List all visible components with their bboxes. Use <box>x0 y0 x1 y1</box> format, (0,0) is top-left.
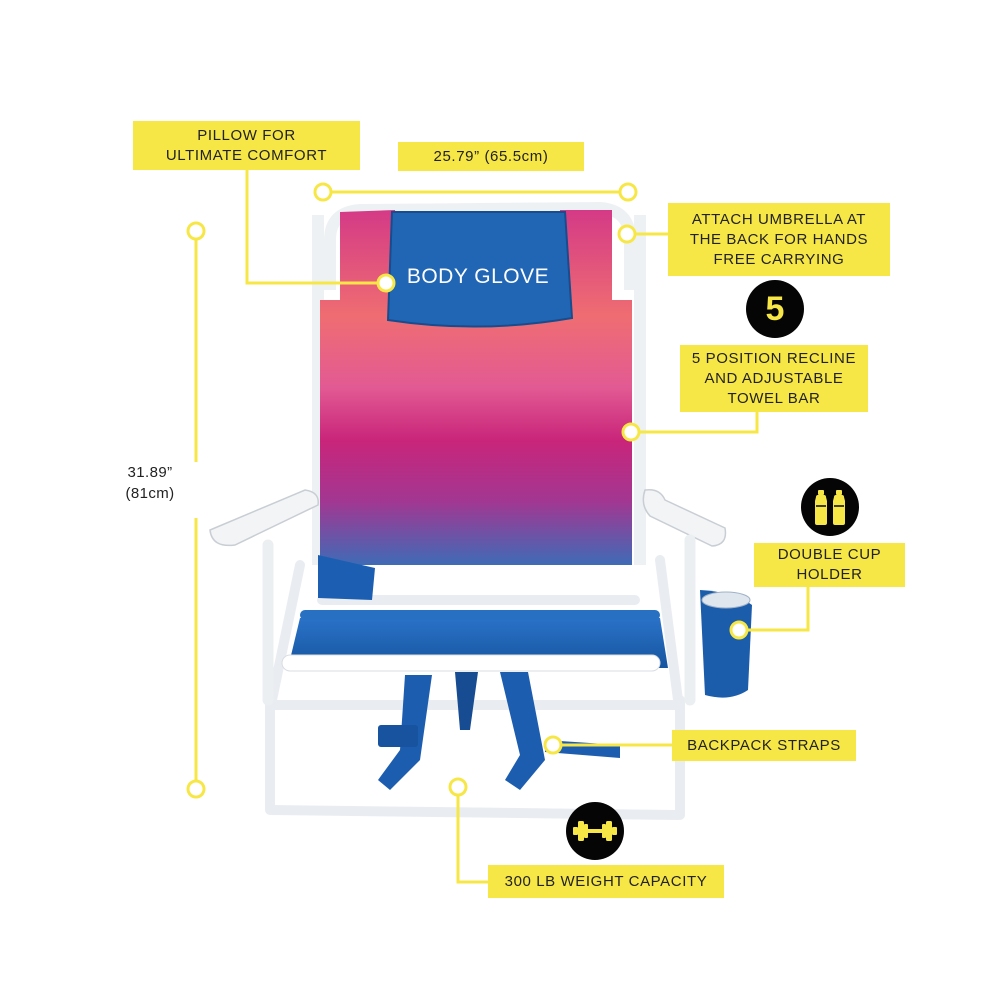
weight-callout: 300 LB WEIGHT CAPACITY <box>488 865 724 898</box>
left-cup-holder <box>318 555 375 600</box>
pillow-callout-line-1: PILLOW FOR <box>197 126 296 144</box>
height-callout: 31.89” (81cm) <box>112 462 188 504</box>
umbrella-callout: ATTACH UMBRELLA AT THE BACK FOR HANDS FR… <box>668 203 890 276</box>
recline-callout-line-3: TOWEL BAR <box>727 389 821 407</box>
recline-callout: 5 POSITION RECLINE AND ADJUSTABLE TOWEL … <box>680 345 868 412</box>
umbrella-callout-line-1: ATTACH UMBRELLA AT <box>691 210 867 228</box>
width-callout: 25.79” (65.5cm) <box>398 142 584 171</box>
callout-dots <box>186 182 749 799</box>
cup-holder-callout: DOUBLE CUP HOLDER <box>754 543 905 587</box>
umbrella-callout-line-3: FREE CARRYING <box>713 250 845 268</box>
cup-holder-callout-line-2: HOLDER <box>796 566 863 583</box>
chair-frame <box>265 555 685 820</box>
height-value-cm: (81cm) <box>125 485 175 502</box>
callout-lines <box>194 168 810 884</box>
recline-callout-line-1: 5 POSITION RECLINE <box>691 349 857 367</box>
right-armrest <box>642 488 727 706</box>
height-value-in: 31.89” <box>127 464 173 481</box>
umbrella-callout-line-2: THE BACK FOR HANDS <box>689 230 869 248</box>
recline-badge-number: 5 <box>765 289 785 328</box>
recline-badge: 5 <box>746 280 804 338</box>
cup-holder-callout-line-1: DOUBLE CUP <box>777 546 882 563</box>
backpack-callout: BACKPACK STRAPS <box>672 730 856 761</box>
recline-callout-line-2: AND ADJUSTABLE <box>704 369 844 387</box>
pillow-callout-line-2: ULTIMATE COMFORT <box>165 146 328 164</box>
cup-holder-badge <box>801 478 859 536</box>
bottles-icon <box>815 490 845 525</box>
backpack-callout-text: BACKPACK STRAPS <box>687 736 841 754</box>
right-cup-holder <box>700 590 752 698</box>
width-value: 25.79” (65.5cm) <box>433 147 549 165</box>
pillow-logo: BODY GLOVE <box>407 265 549 288</box>
left-armrest <box>209 489 319 706</box>
weight-badge <box>566 802 624 860</box>
dumbbell-icon <box>573 821 617 841</box>
pillow <box>386 211 574 328</box>
pillow-callout: PILLOW FOR ULTIMATE COMFORT <box>133 121 360 170</box>
weight-callout-text: 300 LB WEIGHT CAPACITY <box>504 872 708 890</box>
